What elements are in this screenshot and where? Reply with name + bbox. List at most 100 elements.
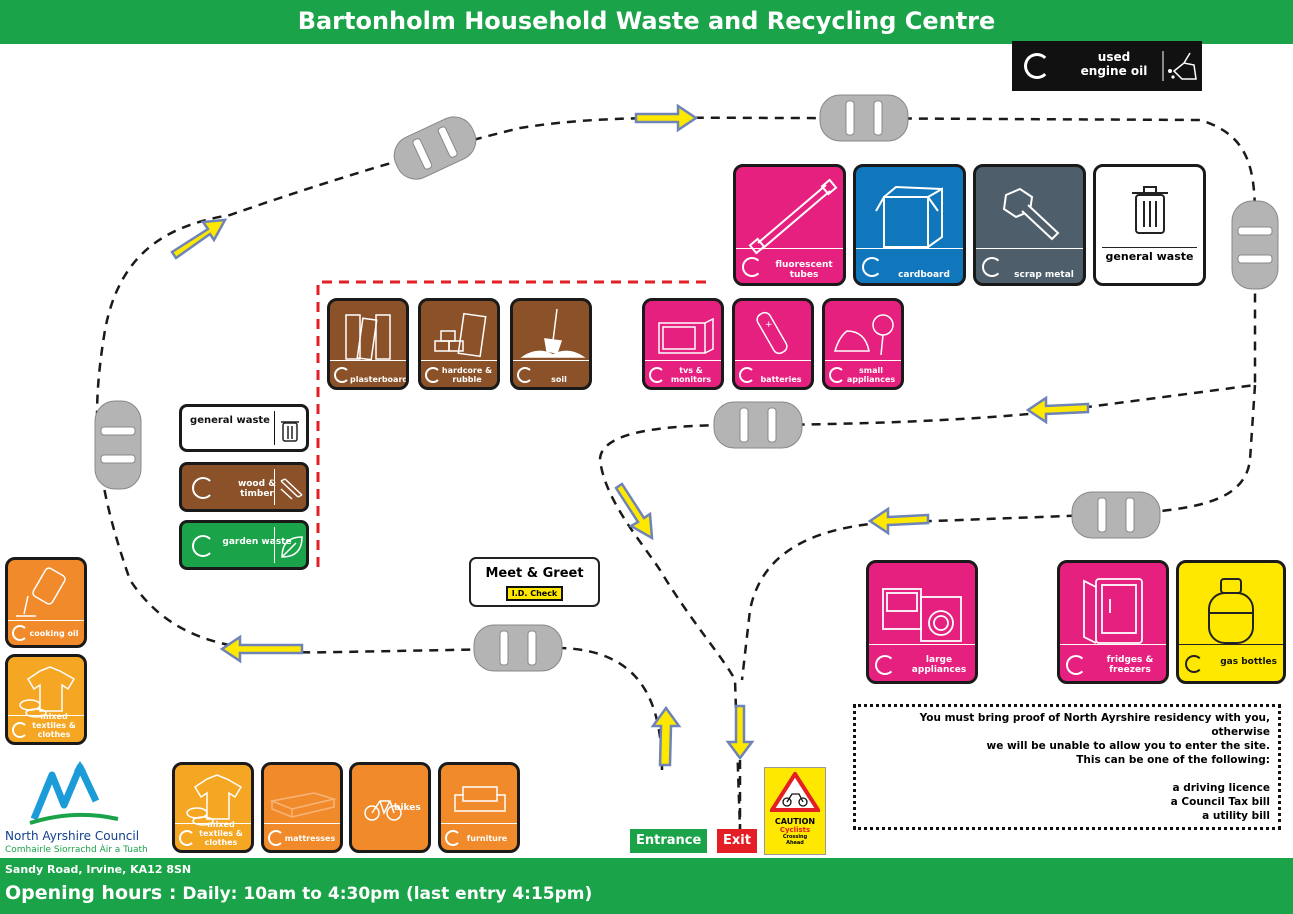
- notice-line: You must bring proof of North Ayrshire r…: [919, 712, 1270, 738]
- sofa-icon: [454, 786, 506, 812]
- recycle-icon: [179, 830, 195, 846]
- recycle-icon: [334, 367, 350, 383]
- council-logo: North Ayrshire Council Comhairle Siorrac…: [4, 757, 148, 857]
- oil-bottle-icon: [16, 567, 66, 617]
- cardboard-box-icon: [875, 185, 943, 248]
- tile-small-appliances: small appliances: [822, 298, 904, 390]
- rubble-icon: [434, 312, 487, 358]
- timber-icon: [280, 478, 303, 500]
- tile-label: soil: [551, 375, 567, 384]
- tile-label: hardcore & rubble: [441, 366, 493, 384]
- tile-general-waste: general waste: [1093, 164, 1206, 286]
- recycle-icon: [649, 367, 665, 383]
- tile-label: batteries: [760, 375, 802, 384]
- recycle-icon: [517, 367, 533, 383]
- page-title: Bartonholm Household Waste and Recycling…: [0, 0, 1293, 44]
- recycle-icon: [739, 367, 755, 383]
- cars: [94, 94, 1279, 672]
- id-check-badge: I.D. Check: [505, 586, 564, 601]
- arrows: [170, 103, 1090, 767]
- tile-cardboard: cardboard: [853, 164, 966, 286]
- car-icon: [393, 116, 477, 180]
- recycle-icon: [742, 257, 762, 277]
- exit-sign: Exit: [717, 829, 757, 853]
- council-name: North Ayrshire Council: [5, 829, 140, 843]
- tile-label: fridges & freezers: [1106, 655, 1154, 675]
- oil-can-icon: [1162, 51, 1197, 81]
- bin-icon: [1132, 186, 1168, 234]
- recycle-icon: [12, 625, 28, 641]
- fluorescent-tube-icon: [748, 178, 838, 255]
- tile-fluorescent-tubes: fluorescent tubes: [733, 164, 846, 286]
- hours-label: Opening hours :: [5, 882, 177, 904]
- tile-label: cooking oil: [29, 629, 79, 638]
- tile-label: gas bottles: [1220, 657, 1277, 667]
- tile-label: fluorescent tubes: [775, 260, 833, 280]
- proof-item: a Council Tax bill: [1170, 796, 1270, 808]
- tile-label: mixed textiles & clothes: [32, 712, 76, 739]
- caution-line2: Crossing: [782, 834, 808, 840]
- tile-mixed-textiles-bottom: mixed textiles & clothes: [172, 762, 254, 853]
- hours-text: Daily: 10am to 4:30pm (last entry 4:15pm…: [182, 884, 593, 904]
- direction-arrow: [1025, 395, 1090, 425]
- strip-label: wood & timber: [237, 479, 277, 499]
- strip-label: general waste: [190, 415, 270, 426]
- tile-cooking-oil: cooking oil: [5, 557, 87, 648]
- recycle-icon: [268, 830, 284, 846]
- residency-notice: You must bring proof of North Ayrshire r…: [853, 704, 1281, 830]
- used-engine-oil-label: used engine oil: [1080, 50, 1148, 78]
- direction-arrow: [867, 506, 930, 536]
- tile-label: cardboard: [898, 270, 950, 280]
- tile-label: bikes: [394, 803, 421, 813]
- fridge-icon: [1083, 578, 1143, 644]
- tile-plasterboard: plasterboard: [327, 298, 409, 390]
- tile-large-appliances: large appliances: [866, 560, 978, 684]
- recycle-icon: [982, 257, 1002, 277]
- tile-label: general waste: [1105, 250, 1194, 263]
- used-engine-oil-sign: used engine oil: [1012, 41, 1202, 91]
- car-icon: [1231, 200, 1279, 290]
- bolt-icon: [1002, 187, 1060, 241]
- tile-label: mattresses: [284, 834, 336, 843]
- tile-label: tvs & monitors: [670, 366, 712, 384]
- clothes-icon: [19, 666, 76, 718]
- proof-list: a driving licence a Council Tax bill a u…: [864, 781, 1270, 823]
- recycle-icon: [445, 830, 461, 846]
- tile-label: mixed textiles & clothes: [199, 820, 243, 847]
- recycle-icon: [12, 722, 28, 738]
- recycle-icon: [875, 655, 895, 675]
- strip-wood-timber: wood & timber: [179, 462, 309, 512]
- recycle-icon: [1024, 53, 1050, 79]
- site-address: Sandy Road, Irvine, KA12 8SN: [5, 863, 192, 876]
- tile-mixed-textiles: mixed textiles & clothes: [5, 654, 87, 745]
- washing-machine-icon: [882, 588, 962, 642]
- footer: Sandy Road, Irvine, KA12 8SN Opening hou…: [0, 858, 1293, 914]
- tile-tvs-monitors: tvs & monitors: [642, 298, 724, 390]
- opening-hours: Opening hours : Daily: 10am to 4:30pm (l…: [5, 882, 592, 904]
- bin-icon: [281, 421, 299, 442]
- iron-hairdryer-icon: [834, 314, 894, 356]
- tile-furniture: furniture: [438, 762, 520, 853]
- tile-gas-bottles: gas bottles: [1176, 560, 1286, 684]
- strip-general-waste: general waste: [179, 404, 309, 452]
- battery-icon: +: [756, 311, 788, 355]
- bike-icon: [364, 800, 402, 821]
- cyclist-caution-sign: CAUTION Cyclists Crossing Ahead: [764, 767, 826, 855]
- tile-label: small appliances: [846, 366, 896, 384]
- tile-fridges-freezers: fridges & freezers: [1057, 560, 1169, 684]
- clothes-icon: [186, 774, 243, 826]
- proof-item: a utility bill: [1202, 810, 1270, 822]
- direction-arrow: [650, 705, 682, 767]
- car-icon: [819, 94, 909, 142]
- caution-title: CAUTION: [774, 817, 816, 826]
- svg-text:+: +: [765, 320, 773, 330]
- tv-icon: [658, 317, 714, 354]
- leaf-icon: [281, 536, 303, 558]
- direction-arrow: [614, 482, 654, 541]
- car-icon: [713, 401, 803, 449]
- direction-arrow: [219, 634, 304, 664]
- plasterboard-icon: [345, 314, 391, 361]
- recycle-icon: [829, 367, 845, 383]
- direction-arrow: [725, 704, 755, 761]
